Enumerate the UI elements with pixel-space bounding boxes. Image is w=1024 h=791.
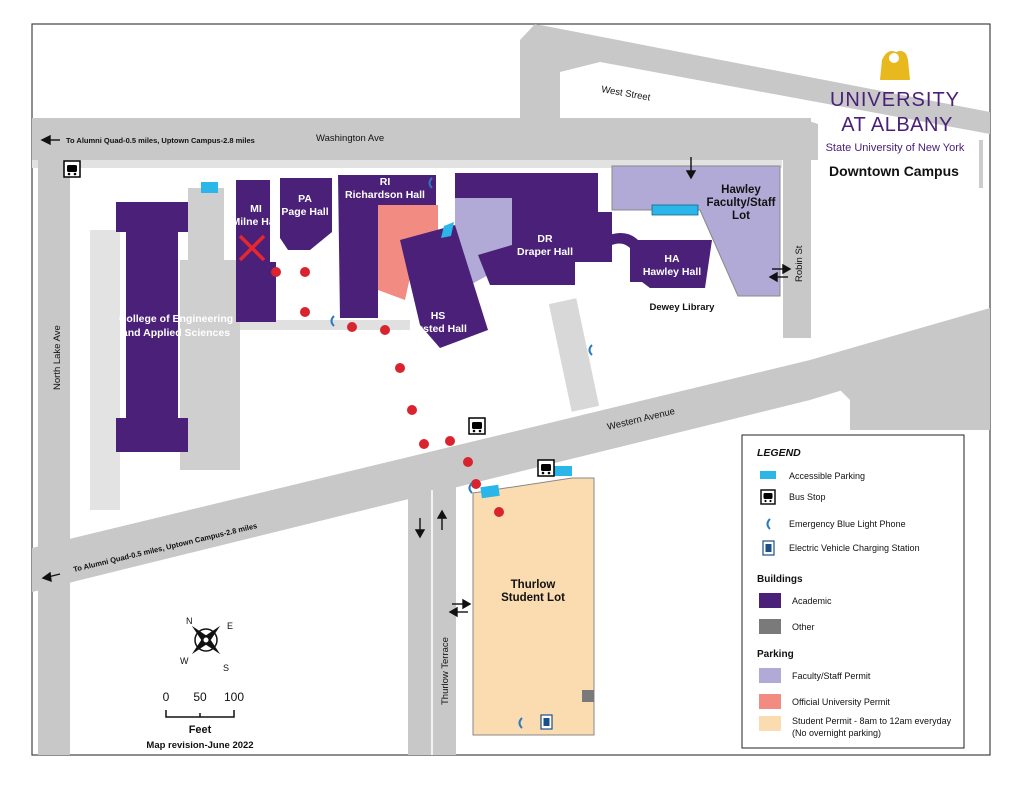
closed-x-marker: [238, 234, 266, 262]
campus-title: Downtown Campus: [829, 163, 959, 179]
hawley-hall-building: [630, 240, 712, 288]
academic-swatch: [759, 593, 781, 608]
university-subtitle: State University of New York: [826, 142, 965, 154]
legend-ev-charging: Electric Vehicle Charging Station: [789, 543, 920, 553]
page-name: Page Hall: [281, 206, 328, 218]
thurlow-terrace-label: Thurlow Terrace: [440, 637, 451, 705]
richardson-hall-building: [338, 175, 436, 318]
husted-hall-building: [400, 225, 488, 348]
north-lake-ave-road: [38, 160, 70, 755]
washington-ave-label: Washington Ave: [316, 133, 384, 144]
scale-unit: Feet: [189, 724, 212, 736]
west-street-road: [520, 24, 990, 134]
hawley-code: HA: [664, 253, 680, 265]
university-logo: UNIVERSITY AT ALBANY State University of…: [826, 48, 965, 154]
other-swatch: [759, 619, 781, 634]
legend-bus-stop: Bus Stop: [789, 492, 826, 502]
robin-st-label: Robin St: [794, 245, 805, 282]
roads: [32, 24, 990, 755]
draper-code: DR: [537, 233, 553, 245]
hawley-faculty-lot: [611, 165, 781, 297]
legend-official-permit: Official University Permit: [792, 697, 890, 707]
engineering-label-1: College of Engineering: [119, 313, 233, 325]
thurlow-lot-line1: Thurlow: [511, 579, 556, 591]
hawley-lot-line1: Hawley: [721, 184, 761, 196]
official-permit-swatch: [759, 694, 781, 709]
compass-e: E: [227, 621, 233, 631]
accessible-parking-spots: [201, 182, 699, 499]
compass-w: W: [180, 656, 189, 666]
traffic-arrows: [40, 134, 792, 618]
compass-rose: [191, 625, 221, 655]
milne-name: Milne Hall: [231, 216, 280, 228]
blue-light-phones: [330, 177, 593, 729]
compass-n: N: [186, 616, 193, 626]
legend-title: LEGEND: [757, 447, 801, 459]
engineering-building: [116, 202, 188, 452]
north-lake-ave-label: North Lake Ave: [52, 325, 63, 390]
milne-code: MI: [250, 203, 262, 215]
blue-light-icon: [766, 518, 771, 530]
academic-buildings: [116, 173, 712, 452]
legend-faculty-permit: Faculty/Staff Permit: [792, 671, 871, 681]
legend-student-permit-1: Student Permit - 8am to 12am everyday: [792, 716, 952, 726]
hawley-lot-line2: Faculty/Staff: [706, 197, 775, 209]
university-wordmark-1: UNIVERSITY: [830, 89, 960, 111]
scale-50: 50: [193, 690, 207, 704]
western-avenue-road: [32, 308, 990, 592]
robin-st-road: [783, 118, 811, 338]
accessible-parking-swatch: [760, 471, 776, 479]
page-hall-building: [280, 178, 332, 250]
scale-0: 0: [163, 690, 170, 704]
richardson-code: RI: [380, 176, 391, 188]
ev-charging-station: [540, 714, 553, 730]
scale-bar: 0 50 100 Feet: [163, 690, 245, 736]
bus-stops: [63, 160, 555, 477]
direction-top-label: To Alumni Quad-0.5 miles, Uptown Campus-…: [66, 136, 255, 145]
engineering-label-2: and Applied Sciences: [122, 327, 230, 339]
hawley-lot-line3: Lot: [732, 210, 750, 222]
dewey-library-label: Dewey Library: [650, 302, 716, 313]
legend-parking-head: Parking: [757, 649, 794, 660]
route-dots: [271, 267, 504, 517]
student-permit-swatch: [759, 716, 781, 731]
legend-academic: Academic: [792, 596, 832, 606]
page-code: PA: [298, 193, 312, 205]
scale-100: 100: [224, 690, 244, 704]
map-revision: Map revision-June 2022: [146, 740, 253, 751]
legend: LEGEND Accessible Parking Bus Stop Emerg…: [741, 434, 965, 749]
legend-other: Other: [792, 622, 815, 632]
bus-stop-icon: [760, 489, 776, 505]
thurlow-lot-line2: Student Lot: [501, 592, 565, 604]
other-building-marker: [582, 690, 594, 702]
richardson-name: Richardson Hall: [345, 189, 425, 201]
legend-student-permit-2: (No overnight parking): [792, 728, 881, 738]
husted-code: HS: [431, 310, 446, 322]
minerva-icon: [878, 48, 910, 82]
draper-name: Draper Hall: [517, 246, 573, 258]
compass-s: S: [223, 663, 229, 673]
faculty-permit-swatch: [759, 668, 781, 683]
washington-ave-road: [32, 118, 818, 160]
hawley-name: Hawley Hall: [643, 266, 701, 278]
legend-buildings-head: Buildings: [757, 574, 803, 585]
thurlow-student-lot: [472, 477, 595, 736]
draper-hall-building: [455, 173, 612, 285]
ev-charging-icon: [762, 540, 775, 556]
legend-accessible-parking: Accessible Parking: [789, 471, 865, 481]
legend-blue-light: Emergency Blue Light Phone: [789, 519, 906, 529]
university-wordmark-2: AT ALBANY: [841, 114, 953, 136]
husted-name: Husted Hall: [409, 323, 467, 335]
